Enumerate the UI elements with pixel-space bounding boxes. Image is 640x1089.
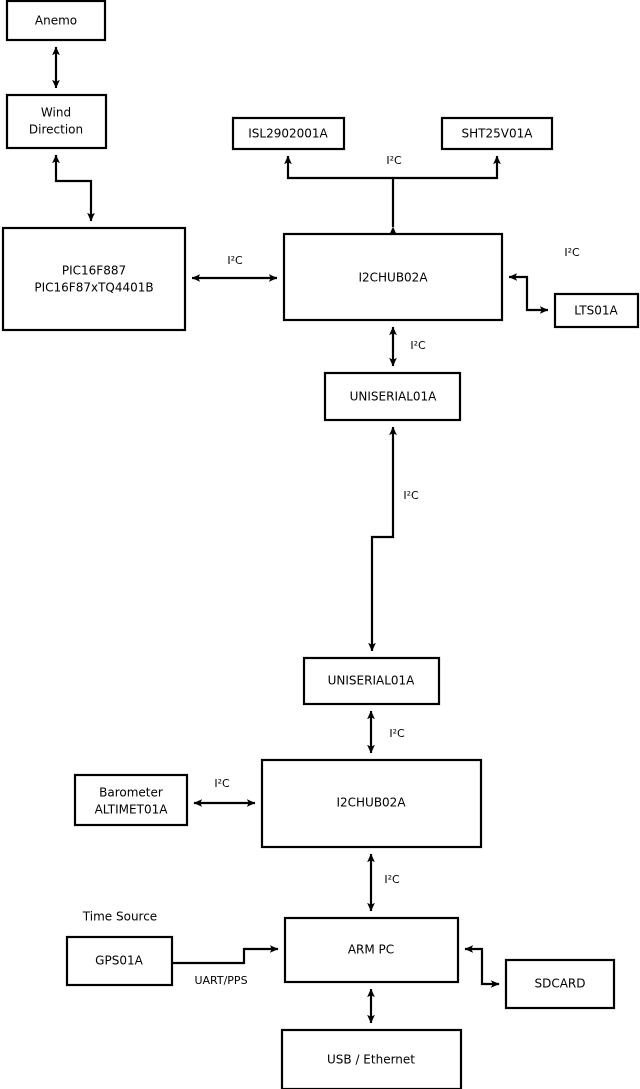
node-arm-pc[interactable]: ARM PC [283,916,460,984]
node-uniserial01a-top-rect[interactable] [323,371,462,422]
node-barometer-altimet01a[interactable]: Barometer ALTIMET01A [73,773,189,827]
node-pic16f887[interactable]: PIC16F887 PIC16F87xTQ4401B [1,226,187,332]
edge-label-pic-hub-i2c: I²C [227,254,243,267]
node-gps01a-label: GPS01A [95,954,143,968]
node-wind-direction-rect[interactable] [5,93,108,150]
edge-label-hub-lts-i2c: I²C [564,246,580,259]
connection-gps-armpc [172,945,279,965]
label-time-source: Time Source [82,910,157,924]
node-uniserial01a-bottom-rect[interactable] [302,656,441,706]
node-isl2902001a-rect[interactable] [231,116,346,151]
node-uniserial01a-top-label: UNISERIAL01A [350,390,438,404]
connection-hub-sht-branch [393,155,501,180]
node-sdcard-label: SDCARD [534,977,585,991]
node-uniserial01a-bottom-label: UNISERIAL01A [328,674,416,688]
node-anemo[interactable]: Anemo [5,0,107,42]
node-barometer-altimet01a-rect[interactable] [73,773,189,827]
node-isl2902001a-label: ISL2902001A [248,127,328,141]
connection-hub-sensorbus [284,155,397,236]
node-pic16f887-label-line2: PIC16F87xTQ4401B [34,281,153,295]
connections-layer [52,46,549,1024]
node-barometer-label-line1: Barometer [99,786,163,800]
node-uniserial01a-top[interactable]: UNISERIAL01A [323,371,462,422]
edge-label-barometer-hub-i2c: I²C [214,777,230,790]
node-i2chub02a-bottom-rect[interactable] [260,758,483,849]
node-wind-direction-label-line1: Wind [41,106,71,120]
node-arm-pc-label: ARM PC [348,943,394,957]
node-lts01a-label: LTS01A [574,304,618,318]
node-i2chub02a-top[interactable]: I2CHUB02A [282,232,504,322]
edge-label-uniserial-hub-i2c: I²C [389,727,405,740]
connection-uniserial-link [368,426,397,652]
node-anemo-label: Anemo [35,14,77,28]
node-usb-ethernet-rect[interactable] [280,1028,463,1089]
node-sdcard[interactable]: SDCARD [504,958,616,1010]
labels-layer: I²C I²C I²C I²C I²C I²C I²C I²C UART/PPS… [82,154,580,987]
node-i2chub02a-bottom-label: I2CHUB02A [336,796,406,810]
node-gps01a-rect[interactable] [65,935,174,987]
connection-armpc-sdcard [464,945,500,988]
node-i2chub02a-bottom[interactable]: I2CHUB02A [260,758,483,849]
connection-wind-pic [52,154,95,222]
node-sht25v01a-label: SHT25V01A [462,127,534,141]
node-pic16f887-label-line1: PIC16F887 [62,264,126,278]
node-isl2902001a[interactable]: ISL2902001A [231,116,346,151]
edge-label-hub-armpc-i2c: I²C [384,873,400,886]
node-wind-direction[interactable]: Wind Direction [5,93,108,150]
node-usb-ethernet-label: USB / Ethernet [327,1053,415,1067]
edge-label-hub-sensors-i2c: I²C [386,154,402,167]
node-sdcard-rect[interactable] [504,958,616,1010]
node-pic16f887-rect[interactable] [1,226,187,332]
node-sht25v01a-rect[interactable] [440,116,554,151]
node-arm-pc-rect[interactable] [283,916,460,984]
node-i2chub02a-top-label: I2CHUB02A [358,271,428,285]
node-wind-direction-label-line2: Direction [29,123,83,137]
node-lts01a[interactable]: LTS01A [553,292,640,329]
edge-label-uniserial-link-i2c: I²C [403,489,419,502]
node-lts01a-rect[interactable] [553,292,640,329]
node-i2chub02a-top-rect[interactable] [282,232,504,322]
node-anemo-rect[interactable] [5,0,107,42]
edge-label-gps-armpc-uart: UART/PPS [194,974,247,987]
node-sht25v01a[interactable]: SHT25V01A [440,116,554,151]
connection-hub-lts [508,273,549,314]
node-gps01a[interactable]: GPS01A [65,935,174,987]
edge-label-hub-uniserial-i2c: I²C [410,339,426,352]
node-usb-ethernet[interactable]: USB / Ethernet [280,1028,463,1089]
node-uniserial01a-bottom[interactable]: UNISERIAL01A [302,656,441,706]
node-barometer-label-line2: ALTIMET01A [95,803,169,817]
